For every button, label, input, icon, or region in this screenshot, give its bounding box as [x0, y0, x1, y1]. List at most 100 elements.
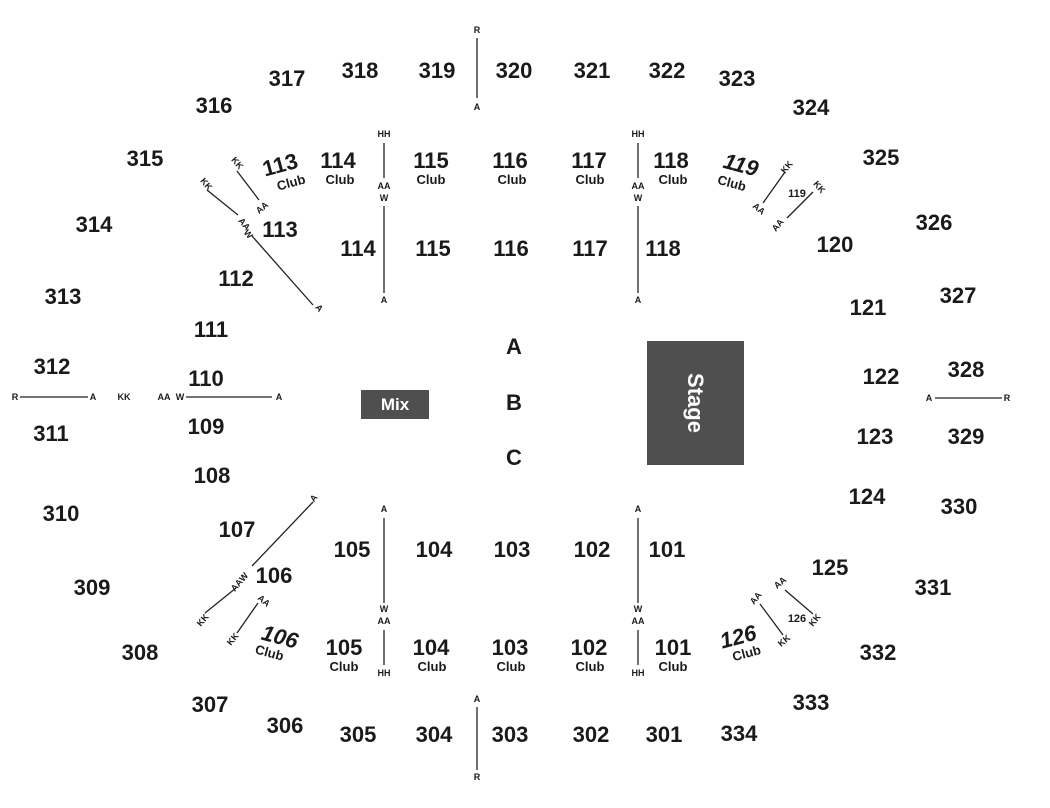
section-330[interactable]: 330 [941, 494, 978, 519]
row-mark-w: W [380, 193, 389, 203]
section-119[interactable]: 119 [788, 188, 806, 200]
club-section-102[interactable]: 102 [571, 635, 608, 660]
section-106[interactable]: 106 [256, 563, 293, 588]
club-section-117[interactable]: 117 [571, 148, 607, 173]
club-label: Club [497, 659, 526, 674]
section-317[interactable]: 317 [269, 66, 306, 91]
row-mark-hh: HH [632, 668, 645, 678]
row-mark-a: A [308, 492, 320, 504]
section-322[interactable]: 322 [649, 58, 686, 83]
section-109[interactable]: 109 [188, 414, 225, 439]
section-327[interactable]: 327 [940, 283, 977, 308]
section-123[interactable]: 123 [857, 424, 894, 449]
section-104[interactable]: 104 [416, 537, 453, 562]
row-mark-kk: KK [776, 632, 793, 648]
club-section-115[interactable]: 115 [413, 148, 449, 173]
club-section-114[interactable]: 114 [320, 148, 356, 173]
section-114[interactable]: 114 [340, 236, 376, 261]
section-320[interactable]: 320 [496, 58, 533, 83]
row-mark-a: A [926, 393, 933, 403]
row-mark-aa: AA [632, 616, 645, 626]
mix-position: Mix [361, 390, 429, 419]
section-108[interactable]: 108 [194, 463, 231, 488]
section-312[interactable]: 312 [34, 354, 71, 379]
floor-row-a[interactable]: A [506, 334, 522, 359]
club-label: Club [330, 659, 359, 674]
section-325[interactable]: 325 [863, 145, 900, 170]
section-125[interactable]: 125 [812, 555, 849, 580]
section-304[interactable]: 304 [416, 722, 453, 747]
section-310[interactable]: 310 [43, 501, 80, 526]
section-103[interactable]: 103 [494, 537, 531, 562]
section-309[interactable]: 309 [74, 575, 111, 600]
club-label: Club [418, 659, 447, 674]
section-319[interactable]: 319 [419, 58, 456, 83]
section-306[interactable]: 306 [267, 713, 304, 738]
club-section-101[interactable]: 101 [655, 635, 692, 660]
club-section-116[interactable]: 116 [492, 148, 528, 173]
club-section-103[interactable]: 103 [492, 635, 529, 660]
row-mark-a: A [90, 392, 97, 402]
club-section-118[interactable]: 118 [653, 148, 689, 173]
section-318[interactable]: 318 [342, 58, 379, 83]
club-section-106-group[interactable]: 106 Club [254, 619, 302, 666]
section-301[interactable]: 301 [646, 722, 683, 747]
section-314[interactable]: 314 [76, 212, 113, 237]
section-308[interactable]: 308 [122, 640, 159, 665]
club-label: Club [498, 172, 527, 187]
section-101[interactable]: 101 [649, 537, 686, 562]
section-110[interactable]: 110 [188, 366, 224, 391]
club-label: Club [576, 172, 605, 187]
row-mark-aa: AA [772, 574, 789, 590]
floor-row-c[interactable]: C [506, 445, 522, 470]
row-mark-kk: KK [118, 392, 131, 402]
section-115[interactable]: 115 [415, 236, 451, 261]
floor-row-b[interactable]: B [506, 390, 522, 415]
club-section-113-group[interactable]: 113 Club [260, 147, 307, 196]
section-326[interactable]: 326 [916, 210, 953, 235]
section-315[interactable]: 315 [127, 146, 164, 171]
section-116[interactable]: 116 [493, 236, 529, 261]
section-329[interactable]: 329 [948, 424, 985, 449]
section-117[interactable]: 117 [572, 236, 608, 261]
row-mark-kk: KK [807, 611, 823, 628]
row-mark-r: R [1004, 393, 1011, 403]
section-328[interactable]: 328 [948, 357, 985, 382]
section-323[interactable]: 323 [719, 66, 756, 91]
section-334[interactable]: 334 [721, 721, 758, 746]
section-121[interactable]: 121 [850, 295, 887, 320]
section-111[interactable]: 111 [194, 317, 228, 342]
section-126[interactable]: 126 [788, 613, 806, 625]
section-105[interactable]: 105 [334, 537, 371, 562]
club-section-119-group[interactable]: 119 Club [716, 148, 762, 196]
section-107[interactable]: 107 [219, 517, 256, 542]
section-316[interactable]: 316 [196, 93, 233, 118]
section-324[interactable]: 324 [793, 95, 830, 120]
section-305[interactable]: 305 [340, 722, 377, 747]
row-mark-hh: HH [632, 129, 645, 139]
section-332[interactable]: 332 [860, 640, 897, 665]
section-313[interactable]: 313 [45, 284, 82, 309]
club-section-126-group[interactable]: 126 Club [717, 620, 763, 666]
section-333[interactable]: 333 [793, 690, 830, 715]
section-311[interactable]: 311 [33, 421, 69, 446]
section-102[interactable]: 102 [574, 537, 611, 562]
mix-box [361, 390, 429, 419]
section-113[interactable]: 113 [262, 217, 298, 242]
section-303[interactable]: 303 [492, 722, 529, 747]
club-section-105[interactable]: 105 [326, 635, 363, 660]
section-112[interactable]: 112 [218, 266, 254, 291]
section-122[interactable]: 122 [863, 364, 900, 389]
section-307[interactable]: 307 [192, 692, 229, 717]
club-section-104[interactable]: 104 [413, 635, 450, 660]
section-124[interactable]: 124 [849, 484, 886, 509]
section-331[interactable]: 331 [915, 575, 952, 600]
section-120[interactable]: 120 [817, 232, 854, 257]
section-118[interactable]: 118 [645, 236, 681, 261]
section-321[interactable]: 321 [574, 58, 611, 83]
row-mark-a: A [381, 504, 388, 514]
section-302[interactable]: 302 [573, 722, 610, 747]
row-mark-w: W [634, 193, 643, 203]
